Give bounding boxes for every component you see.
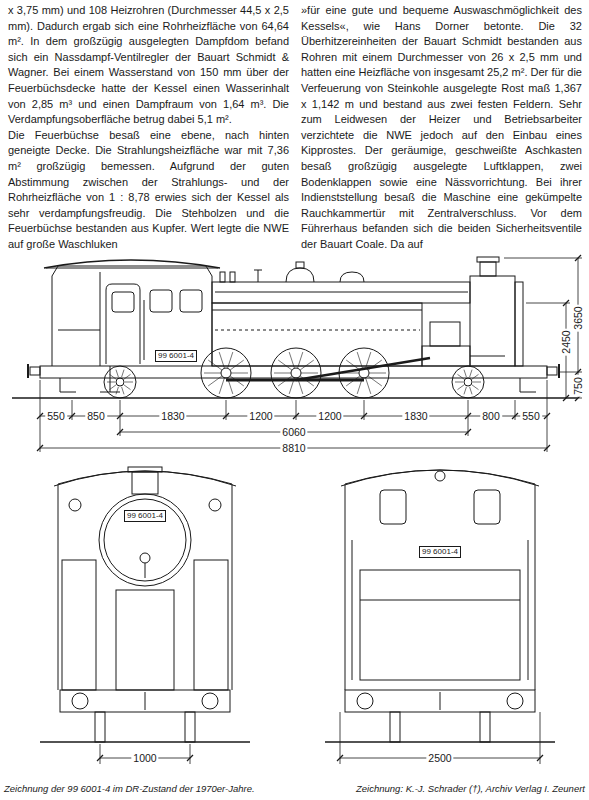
rear-view	[325, 470, 555, 764]
number-plate: 99 6001-4	[419, 546, 461, 558]
dimension: 1200	[247, 410, 274, 422]
dimension: 550	[520, 410, 542, 422]
plate-number: 99 6001-4	[422, 547, 458, 557]
dimension: 1830	[402, 410, 429, 422]
dimension: 1000	[131, 752, 158, 764]
dimension: 750	[572, 375, 584, 397]
dimension: 8810	[280, 442, 307, 454]
dimension: 2500	[426, 752, 453, 764]
body-paragraph: »für eine gute und bequeme Auswaschmögli…	[301, 3, 582, 253]
dimension: 6060	[280, 426, 307, 438]
figure-caption: Zeichnung der 99 6001-4 im DR-Zustand de…	[4, 783, 255, 794]
dimension-lines	[37, 255, 582, 761]
dimension: 1200	[316, 410, 343, 422]
plate-number: 99 6001-4	[127, 511, 163, 521]
dimension: 2450	[560, 328, 572, 355]
number-plate: 99 6001-4	[124, 510, 166, 522]
side-view	[12, 257, 577, 398]
dimension: 800	[480, 410, 502, 422]
dimension: 850	[85, 410, 107, 422]
image-credit: Zeichnung: K.-J. Schrader (†), Archiv Ve…	[356, 783, 585, 794]
body-paragraph: Die Feuerbüchse besaß eine ebene, nach h…	[8, 128, 289, 253]
dimension: 3650	[572, 304, 584, 331]
front-view	[40, 467, 250, 764]
dimension: 550	[45, 410, 67, 422]
plate-number: 99 6001-4	[158, 351, 194, 361]
dimension: 1830	[159, 410, 186, 422]
body-paragraph: x 3,75 mm) und 108 Heizrohren (Durchmess…	[8, 3, 289, 128]
number-plate: 99 6001-4	[155, 350, 197, 362]
